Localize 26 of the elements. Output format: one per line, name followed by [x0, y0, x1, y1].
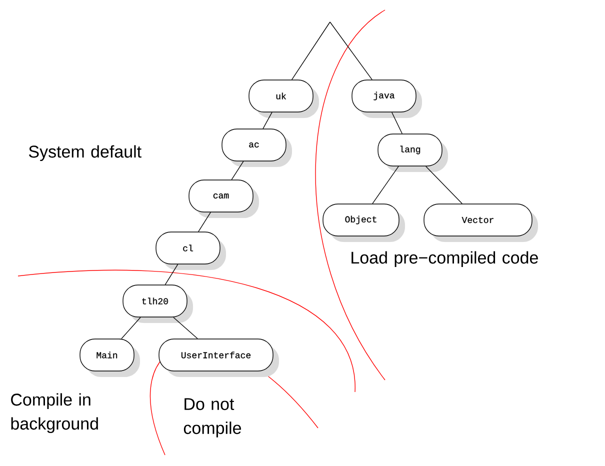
package-box: ac: [222, 128, 292, 167]
package-box: tlh20: [122, 284, 193, 323]
tree-line: [372, 166, 399, 204]
tree-line: [231, 161, 244, 180]
region-label: Load pre−compiled code: [352, 251, 538, 268]
tree-line: [426, 166, 462, 204]
package-box: java: [352, 80, 422, 118]
region-label: System default: [28, 145, 142, 162]
tree-line: [121, 317, 141, 339]
tree-line: [262, 112, 272, 129]
package-box: Vector: [424, 204, 538, 242]
package-box: Object: [322, 204, 405, 242]
tree-line: [164, 264, 178, 285]
package-box: uk: [248, 80, 319, 118]
package-box: lang: [378, 134, 448, 172]
package-box: cl: [156, 232, 226, 270]
tree-line: [291, 22, 330, 80]
tree-line: [173, 317, 198, 339]
tree-line: [330, 22, 372, 80]
package-box: UserInterface: [158, 338, 279, 377]
package-box: Main: [80, 338, 140, 377]
tree-line: [392, 112, 402, 134]
region-label: Do not compile: [184, 398, 242, 438]
region-label: Compile in background: [11, 393, 98, 434]
tree-line: [198, 212, 211, 232]
package-box: cam: [188, 180, 259, 218]
